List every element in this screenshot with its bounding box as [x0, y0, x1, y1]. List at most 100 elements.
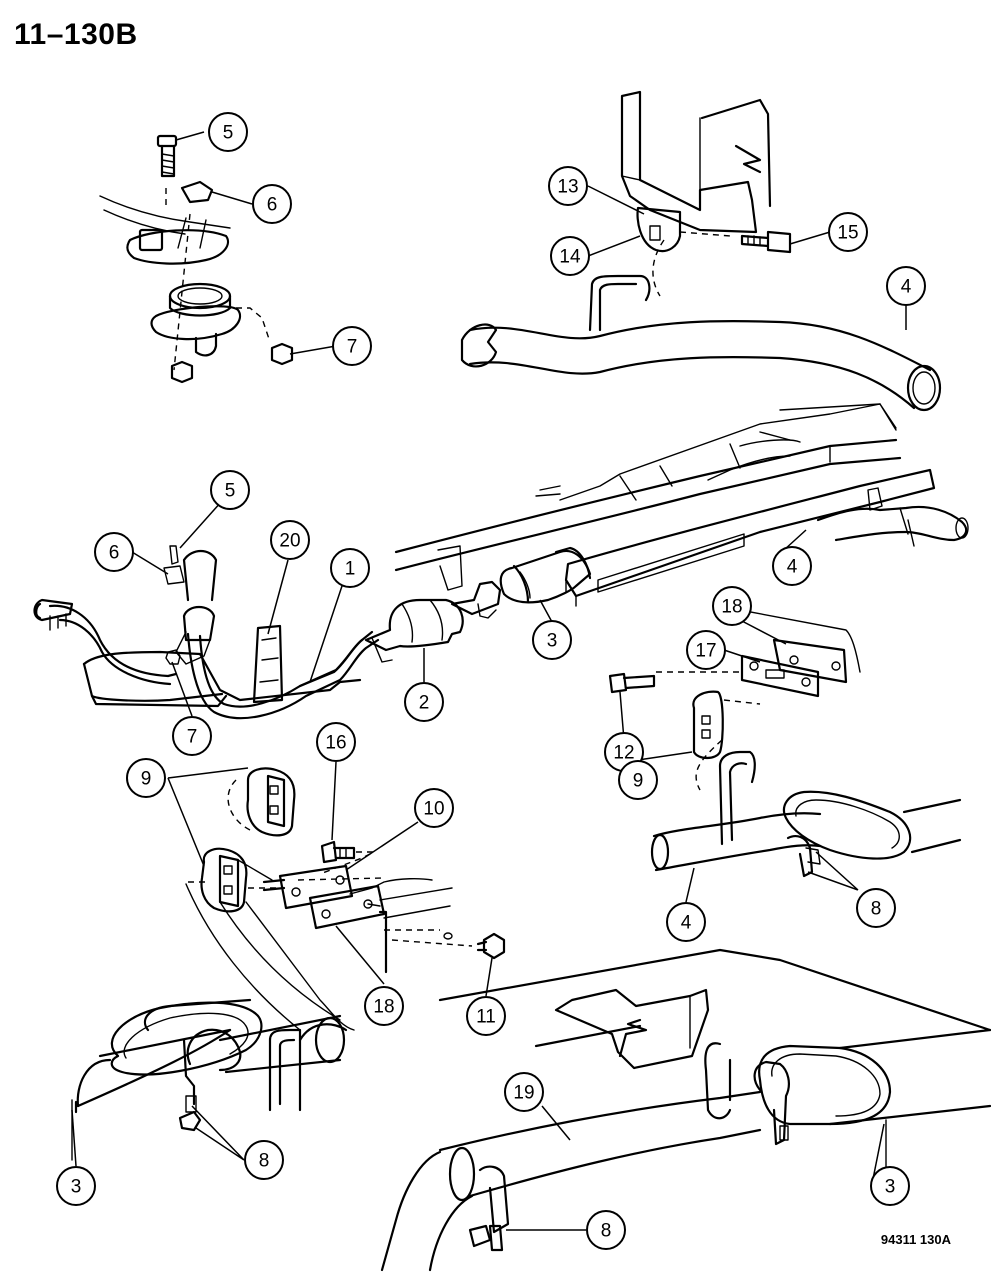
bolt-16 — [320, 840, 338, 864]
muffler-3-right — [782, 790, 912, 860]
nut-7b — [270, 342, 294, 366]
callout-4: 4 — [886, 266, 926, 306]
svg-text:8: 8 — [601, 1221, 612, 1242]
callout-18b: 18 — [364, 986, 404, 1026]
tailpipe-4-assembly — [816, 505, 968, 542]
page-code: 11–130B — [14, 18, 138, 51]
manifold-flange-detail — [99, 134, 294, 384]
svg-text:5: 5 — [225, 481, 236, 502]
doc-code: 94311 130A — [880, 1232, 951, 1247]
callout-2: 2 — [404, 682, 444, 722]
pipe-19 — [438, 1090, 762, 1152]
catalytic-converter-2 — [364, 598, 464, 652]
svg-text:8: 8 — [871, 899, 882, 920]
lower-flange — [150, 305, 242, 341]
svg-text:15: 15 — [837, 223, 858, 244]
svg-text:10: 10 — [423, 799, 444, 820]
svg-text:14: 14 — [559, 247, 581, 268]
bracket-18 — [308, 884, 386, 930]
svg-text:4: 4 — [901, 277, 912, 298]
muffler-detail-right — [380, 948, 991, 1272]
callout-19: 19 — [504, 1072, 544, 1112]
svg-text:3: 3 — [885, 1177, 896, 1198]
svg-text:11: 11 — [476, 1007, 496, 1028]
callout-8b: 8 — [244, 1140, 284, 1180]
frame-rail-right — [564, 468, 936, 598]
exhaust-assembly-overview — [33, 403, 969, 720]
svg-text:18: 18 — [721, 597, 742, 618]
tailpipe-4 — [468, 320, 932, 372]
bracket-10 — [278, 864, 354, 910]
callout-6: 6 — [252, 184, 292, 224]
callout-6b: 6 — [94, 532, 134, 572]
callout-3b: 3 — [870, 1166, 910, 1206]
insulator-9-lower — [200, 847, 248, 913]
callout-9: 9 — [618, 760, 658, 800]
clamp-20 — [252, 624, 284, 704]
svg-text:12: 12 — [613, 743, 634, 764]
svg-text:2: 2 — [419, 693, 430, 714]
rear-bracket — [554, 988, 710, 1070]
frame-rail-left — [394, 438, 898, 554]
callout-4c: 4 — [666, 902, 706, 942]
bolt-15 — [740, 230, 792, 254]
callout-9b: 9 — [126, 758, 166, 798]
callout-3: 3 — [532, 620, 572, 660]
callout-18: 18 — [712, 586, 752, 626]
callout-20: 20 — [270, 520, 310, 560]
svg-text:20: 20 — [279, 531, 300, 552]
callouts: 5 6 7 13 14 15 4 5 6 20 1 7 2 3 4 18 17 … — [56, 112, 926, 1250]
nut-11 — [482, 932, 506, 960]
bracket-plate-18 — [772, 638, 848, 684]
insulator-9-upper — [246, 767, 296, 837]
muffler-3-left — [110, 1001, 263, 1076]
callout-7: 7 — [332, 326, 372, 366]
bolt-5 — [156, 134, 178, 148]
callout-11: 11 — [466, 996, 506, 1036]
callout-8: 8 — [856, 888, 896, 928]
nut-7a — [170, 360, 194, 384]
svg-text:17: 17 — [695, 641, 716, 662]
pipe-1 — [298, 630, 374, 688]
insulator-14 — [636, 206, 682, 253]
svg-text:6: 6 — [267, 195, 278, 216]
svg-text:4: 4 — [681, 913, 692, 934]
frame-bracket — [620, 90, 758, 234]
tailpipe-4-detail — [652, 812, 822, 838]
callout-10: 10 — [414, 788, 454, 828]
svg-text:6: 6 — [109, 543, 120, 564]
front-hanger-detail — [185, 767, 506, 1031]
upper-flange — [126, 229, 230, 265]
callout-14: 14 — [550, 236, 590, 276]
svg-text:1: 1 — [345, 559, 356, 580]
callout-13: 13 — [548, 166, 588, 206]
tailpipe-hanger-detail — [460, 90, 942, 412]
svg-text:13: 13 — [557, 177, 578, 198]
svg-text:7: 7 — [347, 337, 358, 358]
callout-17: 17 — [686, 630, 726, 670]
svg-text:9: 9 — [141, 769, 152, 790]
svg-text:19: 19 — [513, 1083, 534, 1104]
insulator-9-right — [692, 690, 724, 760]
callout-4b: 4 — [772, 546, 812, 586]
bolt-12 — [608, 672, 628, 694]
fuel-tank — [82, 650, 362, 702]
callout-5b: 5 — [210, 470, 250, 510]
svg-text:4: 4 — [787, 557, 798, 578]
svg-text:16: 16 — [325, 733, 346, 754]
muffler-3-lower-right — [758, 1044, 892, 1126]
svg-text:3: 3 — [71, 1177, 82, 1198]
callout-3c: 3 — [56, 1166, 96, 1206]
callout-7b: 7 — [172, 716, 212, 756]
callout-8c: 8 — [586, 1210, 626, 1250]
front-pipe-left — [48, 604, 178, 678]
callout-1: 1 — [330, 548, 370, 588]
svg-text:3: 3 — [547, 631, 558, 652]
svg-text:8: 8 — [259, 1151, 270, 1172]
clip-6 — [180, 180, 214, 204]
svg-text:18: 18 — [373, 997, 394, 1018]
callout-5: 5 — [208, 112, 248, 152]
callout-16: 16 — [316, 722, 356, 762]
